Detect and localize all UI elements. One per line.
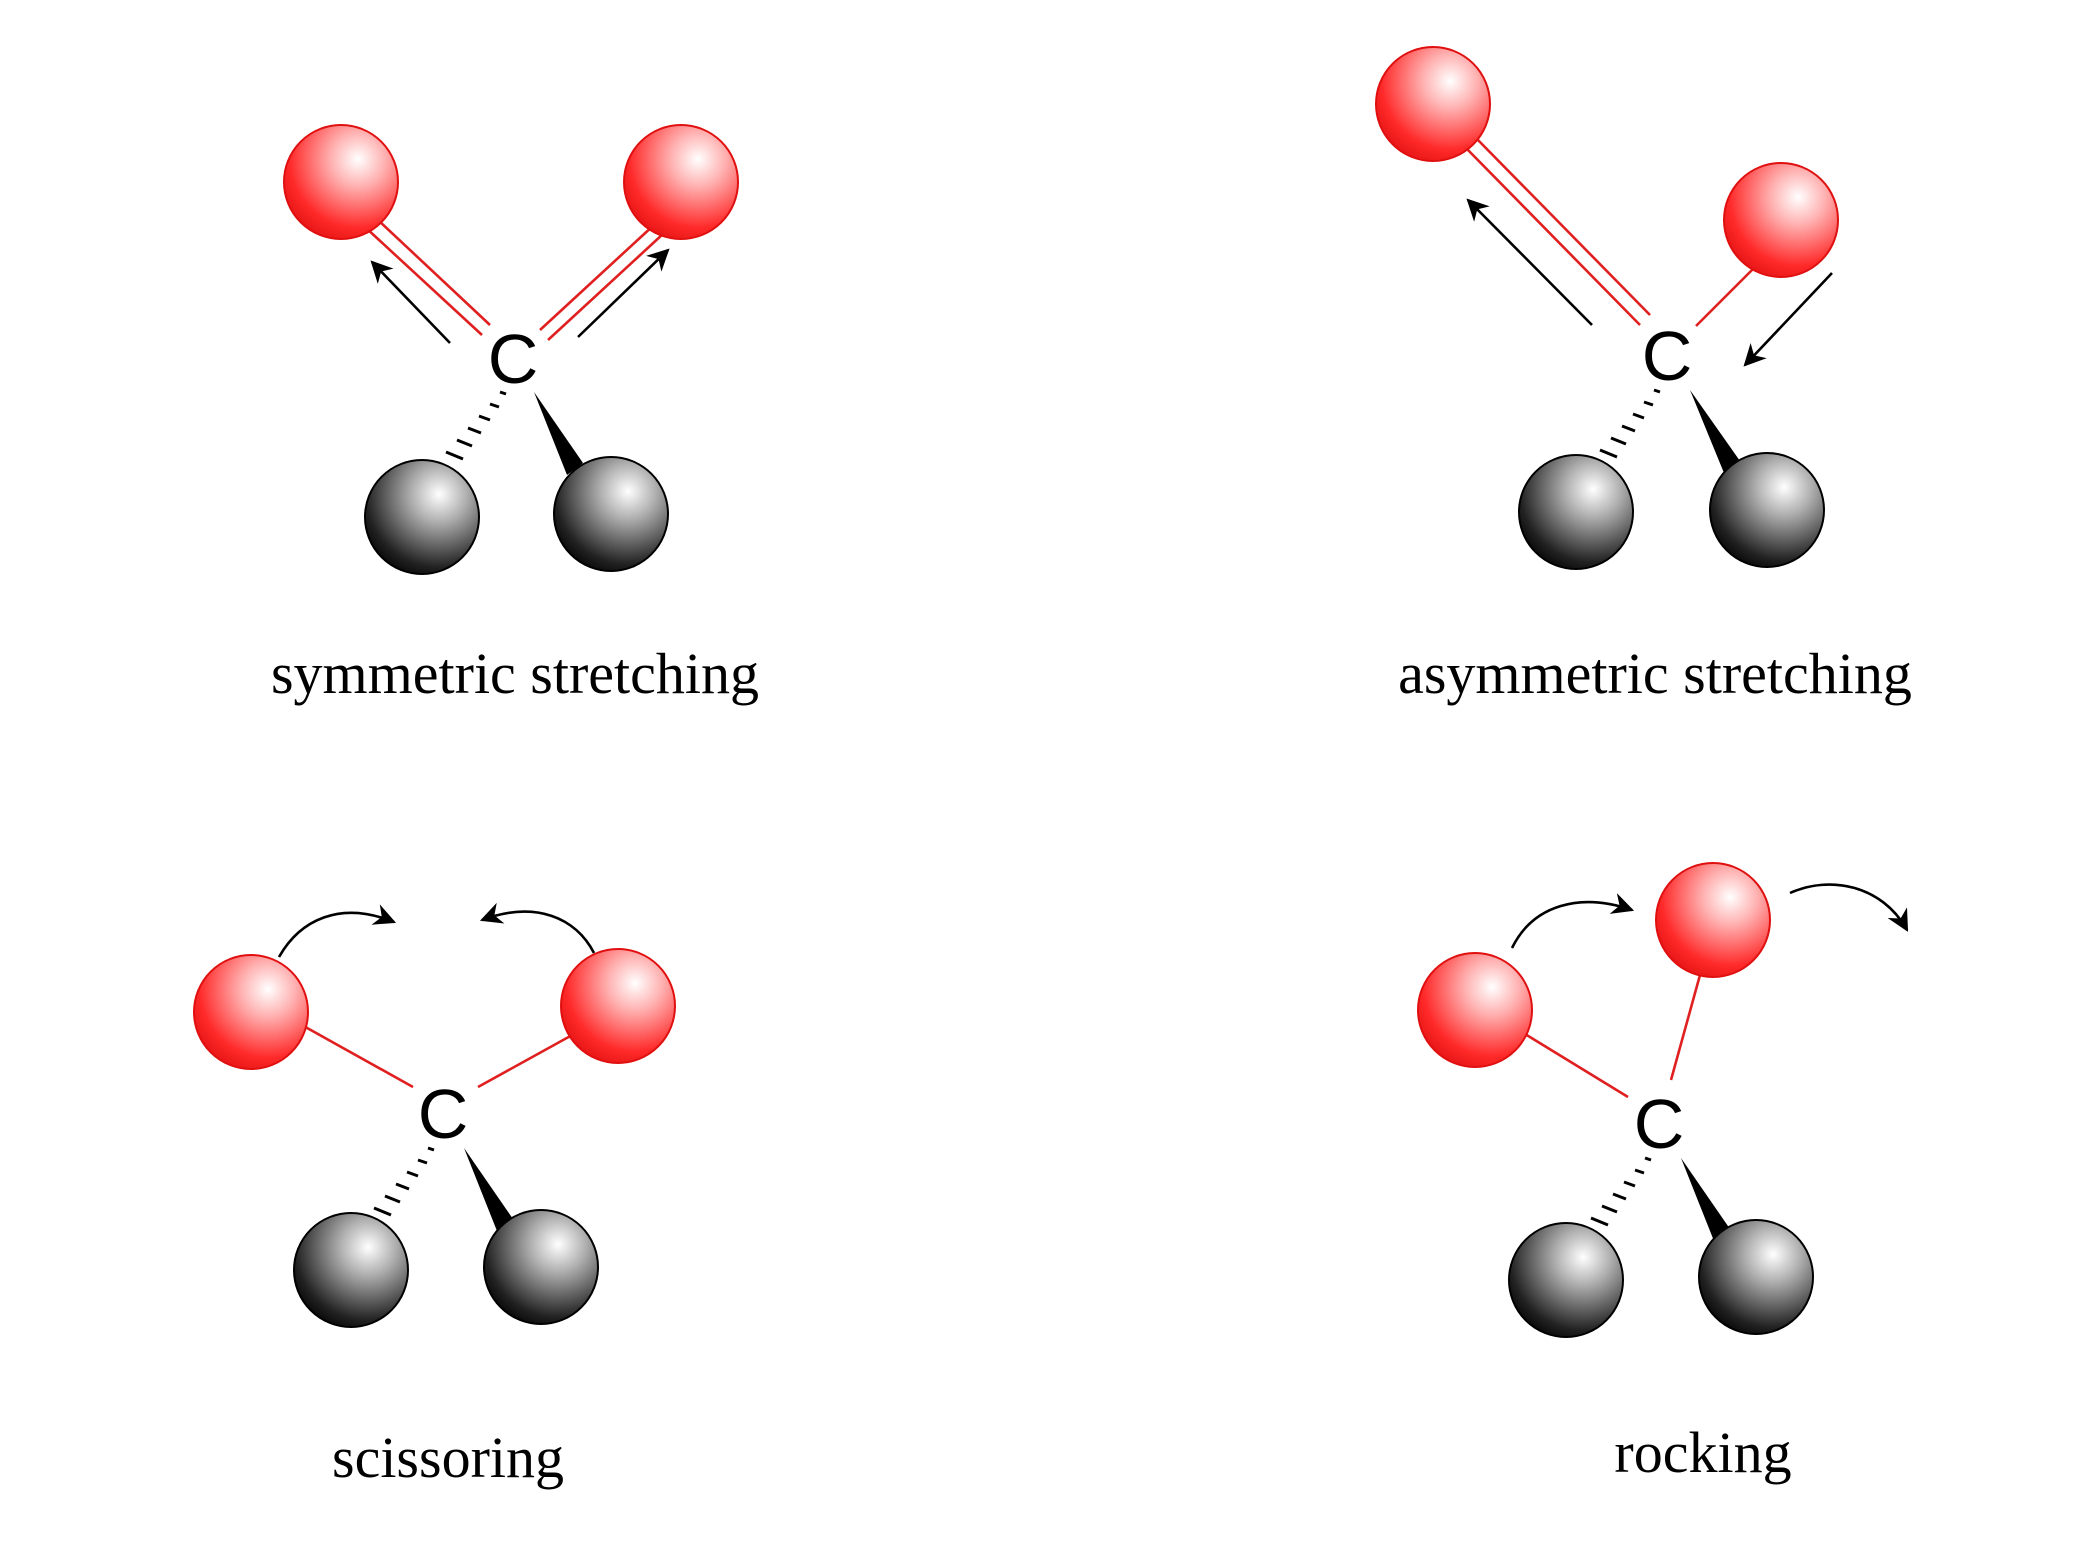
- scissor-arrow-right: [479, 902, 596, 954]
- hashed-wedge-bond: [445, 390, 507, 461]
- hashed-wedge-bond: [373, 1146, 435, 1217]
- scissor-arrow-left: [277, 904, 397, 958]
- carbon-label: C: [418, 1075, 469, 1153]
- bond-c-o-long-second: [1475, 137, 1651, 316]
- oxygen-atom-left: [1417, 952, 1533, 1068]
- carbon-label: C: [1642, 317, 1693, 395]
- panel-scissoring: C scissoring: [193, 902, 676, 1490]
- oxygen-atom-right: [623, 124, 739, 240]
- rocking-arrow-right: [1789, 883, 1909, 932]
- stretch-arrow-right: [577, 248, 670, 338]
- oxygen-atom-left: [283, 124, 399, 240]
- bond-c-o-short: [1695, 265, 1757, 327]
- hashed-wedge-bond: [1590, 1156, 1652, 1227]
- stretch-arrow-out: [1466, 198, 1593, 326]
- rocking-arrow-left: [1510, 893, 1635, 949]
- solid-wedge-bond: [464, 1148, 513, 1231]
- hashed-wedge-bond: [1599, 388, 1661, 459]
- bond-c-o-long: [1465, 147, 1641, 326]
- substituent-atom-left: [364, 459, 480, 575]
- solid-wedge-bond: [1690, 390, 1740, 473]
- carbon-label: C: [488, 320, 539, 398]
- compress-arrow-in: [1743, 272, 1833, 367]
- carbon-label: C: [1634, 1085, 1685, 1163]
- panel-symmetric-stretching: C symmetric stretching: [271, 124, 759, 706]
- substituent-atom-right: [1709, 452, 1825, 568]
- bond-c-o-left: [351, 214, 483, 336]
- bond-c-o-right: [539, 211, 669, 331]
- substituent-atom-right: [483, 1209, 599, 1325]
- oxygen-atom-left: [193, 954, 309, 1070]
- oxygen-atom-compressed: [1723, 162, 1839, 278]
- substituent-atom-left: [1508, 1222, 1624, 1338]
- substituent-atom-left: [1518, 454, 1634, 570]
- bond-c-o-left-second: [361, 204, 491, 326]
- bond-c-o-right-second: [547, 221, 677, 341]
- bond-c-o-left: [1524, 1032, 1629, 1099]
- bond-c-o-left: [299, 1022, 414, 1089]
- oxygen-atom-stretched: [1375, 46, 1491, 162]
- substituent-atom-left: [293, 1212, 409, 1328]
- panel-asymmetric-stretching: C asymmetric stretching: [1375, 46, 1912, 706]
- caption-rocking: rocking: [1614, 1420, 1791, 1485]
- solid-wedge-bond: [534, 392, 583, 475]
- substituent-atom-right: [553, 456, 669, 572]
- bond-c-o-top: [1669, 974, 1702, 1081]
- stretch-arrow-left: [370, 260, 451, 344]
- bond-c-o-right: [477, 1032, 575, 1089]
- caption-scissoring: scissoring: [332, 1425, 564, 1490]
- oxygen-atom-right: [560, 948, 676, 1064]
- caption-asymmetric-stretching: asymmetric stretching: [1398, 641, 1912, 706]
- panel-rocking: C rocking: [1417, 862, 1909, 1485]
- substituent-atom-right: [1698, 1219, 1814, 1335]
- caption-symmetric-stretching: symmetric stretching: [271, 641, 759, 706]
- oxygen-atom-top: [1655, 862, 1771, 978]
- solid-wedge-bond: [1681, 1158, 1730, 1241]
